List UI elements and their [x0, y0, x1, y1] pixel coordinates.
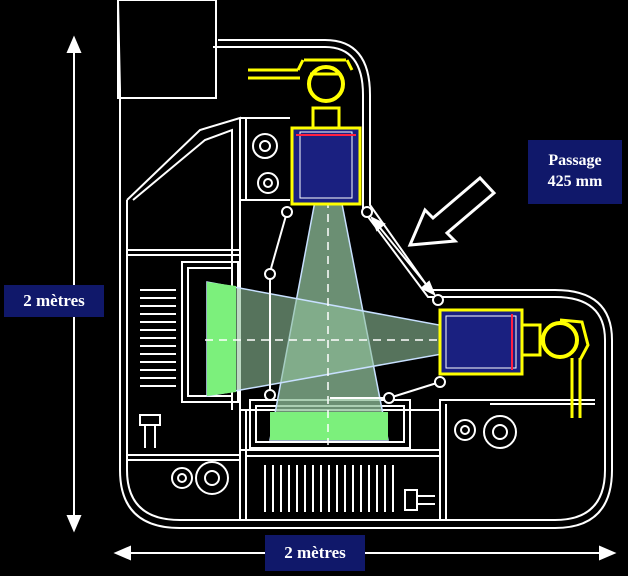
- detector-left: [207, 282, 236, 396]
- vent-grille-left: [140, 289, 176, 387]
- beam-axes: [205, 130, 520, 445]
- motor-wheels: [171, 133, 517, 495]
- connector-left: [139, 414, 161, 448]
- connector-bottom: [404, 489, 435, 511]
- passage-label-value: 425 mm: [547, 173, 603, 190]
- passage-dimension-arrow: [370, 215, 436, 297]
- passage-arrow-icon: [407, 175, 497, 247]
- support-arms: [269, 211, 441, 399]
- xray-tube-right-icon: [438, 308, 590, 418]
- passage-label: Passage 425 mm: [528, 140, 622, 204]
- passage-label-title: Passage: [548, 152, 602, 169]
- vent-grille-bottom: [264, 465, 394, 512]
- height-label: 2 mètres: [4, 285, 104, 317]
- pivot-points: [264, 206, 446, 404]
- height-dimension-arrow: [66, 35, 82, 533]
- room-outline: [117, 0, 613, 529]
- xray-tube-top-icon: [248, 58, 362, 206]
- width-dimension-arrow: [113, 545, 617, 561]
- cabinet-top-left: [117, 0, 217, 99]
- width-label: 2 mètres: [265, 535, 365, 571]
- detector-bottom: [270, 412, 388, 440]
